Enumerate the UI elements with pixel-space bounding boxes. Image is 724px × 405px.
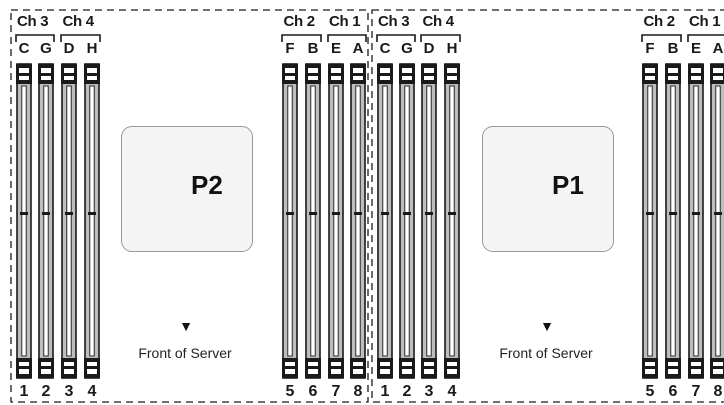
- p1-slot-letter: G: [401, 40, 413, 57]
- p1-channel-bracket: [641, 34, 682, 42]
- p2-slot-number: 5: [285, 383, 295, 400]
- p2-dimm-slot-7: [328, 63, 344, 379]
- p1-slot-number: 2: [402, 383, 412, 400]
- p2-slot-number: 1: [19, 383, 29, 400]
- p2-slot-letter: G: [40, 40, 52, 57]
- p1-slot-number: 5: [645, 383, 655, 400]
- p2-channel-bracket: [327, 34, 367, 42]
- p1-channel-label: Ch 4: [422, 13, 455, 30]
- p1-slot-letter: F: [645, 40, 655, 57]
- p2-zone-outline: [10, 9, 369, 403]
- p2-slot-letter: D: [63, 40, 75, 57]
- p2-front-of-server-label: Front of Server: [138, 345, 232, 361]
- p2-channel-label: Ch 3: [17, 13, 49, 30]
- p2-slot-letter: A: [352, 40, 364, 57]
- p1-processor-label: P1: [552, 170, 584, 200]
- p1-channel-bracket: [420, 34, 461, 42]
- p2-dimm-slot-6: [305, 63, 321, 379]
- p1-channel-bracket: [687, 34, 724, 42]
- p1-channel-label: Ch 2: [643, 13, 676, 30]
- p1-slot-letter: D: [423, 40, 435, 57]
- p1-dimm-slot-2: [399, 63, 415, 379]
- p1-slot-letter: H: [446, 40, 458, 57]
- p1-slot-number: 4: [447, 383, 457, 400]
- p2-slot-number: 6: [308, 383, 318, 400]
- p1-slot-number: 6: [668, 383, 678, 400]
- p2-slot-letter: H: [86, 40, 98, 57]
- p2-dimm-slot-3: [61, 63, 77, 379]
- p1-down-arrow-icon: ▼: [540, 318, 554, 334]
- p2-processor-box: [121, 126, 253, 252]
- p1-channel-bracket: [376, 34, 416, 42]
- p2-processor-label: P2: [191, 170, 223, 200]
- p2-dimm-slot-8: [350, 63, 366, 379]
- p1-channel-label: Ch 1: [689, 13, 721, 30]
- p1-slot-letter: E: [690, 40, 701, 57]
- p1-processor-box: [482, 126, 614, 252]
- p1-channel-label: Ch 3: [378, 13, 410, 30]
- p2-channel-label: Ch 2: [283, 13, 316, 30]
- p2-slot-letter: F: [285, 40, 295, 57]
- p1-slot-number: 3: [424, 383, 434, 400]
- p2-slot-letter: E: [330, 40, 341, 57]
- p2-slot-letter: B: [307, 40, 319, 57]
- p2-slot-number: 8: [353, 383, 363, 400]
- p2-dimm-slot-4: [84, 63, 100, 379]
- p2-channel-bracket: [15, 34, 55, 42]
- p1-dimm-slot-8: [710, 63, 724, 379]
- p2-dimm-slot-5: [282, 63, 298, 379]
- p1-dimm-slot-4: [444, 63, 460, 379]
- p2-channel-bracket: [60, 34, 101, 42]
- p2-down-arrow-icon: ▼: [179, 318, 193, 334]
- p2-slot-number: 7: [331, 383, 341, 400]
- p1-slot-number: 1: [380, 383, 390, 400]
- p2-dimm-slot-1: [16, 63, 32, 379]
- p2-slot-number: 4: [87, 383, 97, 400]
- p1-dimm-slot-5: [642, 63, 658, 379]
- p2-slot-letter: C: [18, 40, 30, 57]
- p1-front-of-server-label: Front of Server: [499, 345, 593, 361]
- p1-zone-outline: [371, 9, 724, 403]
- p1-dimm-slot-3: [421, 63, 437, 379]
- p2-slot-number: 2: [41, 383, 51, 400]
- p2-channel-label: Ch 4: [62, 13, 95, 30]
- p1-slot-letter: C: [379, 40, 391, 57]
- p1-dimm-slot-1: [377, 63, 393, 379]
- p2-channel-label: Ch 1: [329, 13, 361, 30]
- p1-dimm-slot-6: [665, 63, 681, 379]
- p1-slot-letter: B: [667, 40, 679, 57]
- p1-slot-letter: A: [712, 40, 724, 57]
- p1-dimm-slot-7: [688, 63, 704, 379]
- p1-slot-number: 8: [713, 383, 723, 400]
- p2-dimm-slot-2: [38, 63, 54, 379]
- p2-channel-bracket: [281, 34, 322, 42]
- p1-slot-number: 7: [691, 383, 701, 400]
- p2-slot-number: 3: [64, 383, 74, 400]
